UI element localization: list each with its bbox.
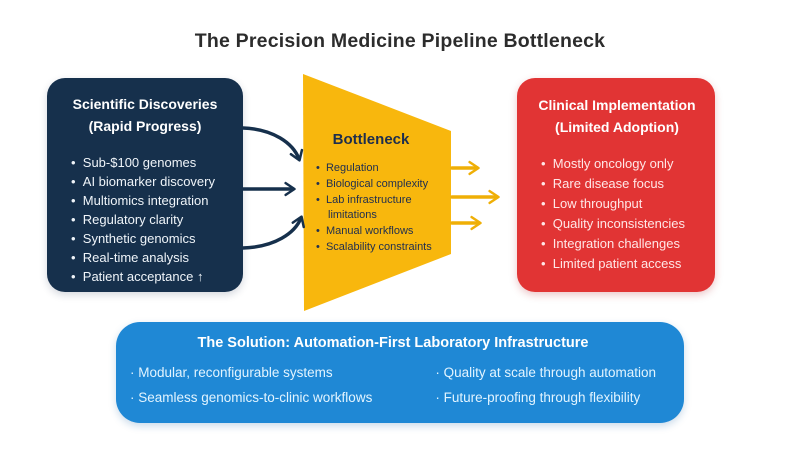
solution-list-left: Modular, reconfigurable systemsSeamless … (130, 360, 372, 410)
list-item: Mostly oncology only (541, 154, 707, 174)
list-item: Scalability constraints (316, 240, 448, 255)
list-item: Patient acceptance ↑ (71, 267, 233, 286)
list-item: Biological complexity (316, 177, 448, 192)
list-item: Real-time analysis (71, 248, 233, 267)
list-item: Low throughput (541, 194, 707, 214)
list-item: Multiomics integration (71, 191, 233, 210)
list-item: Regulation (316, 161, 448, 176)
list-item: Modular, reconfigurable systems (130, 360, 372, 385)
clinical-title-line1: Clinical Implementation (538, 97, 696, 113)
list-item: Quality at scale through automation (435, 360, 656, 385)
solution-columns: Modular, reconfigurable systemsSeamless … (130, 360, 656, 410)
list-item: Lab infrastructure limitations (316, 193, 448, 222)
list-item: Seamless genomics-to-clinic workflows (130, 385, 372, 410)
list-item: Rare disease focus (541, 174, 707, 194)
bottleneck-content: Bottleneck RegulationBiological complexi… (308, 131, 448, 256)
discoveries-title-line1: Scientific Discoveries (72, 96, 218, 112)
diagram-title: The Precision Medicine Pipeline Bottlene… (194, 30, 606, 52)
discoveries-box: Scientific Discoveries (Rapid Progress) … (47, 78, 243, 292)
list-item: Synthetic genomics (71, 229, 233, 248)
discoveries-list: Sub-$100 genomesAI biomarker discoveryMu… (57, 153, 233, 286)
clinical-title: Clinical Implementation (Limited Adoptio… (527, 94, 707, 138)
list-item: Sub-$100 genomes (71, 153, 233, 172)
solution-title: The Solution: Automation-First Laborator… (197, 335, 589, 351)
solution-box: The Solution: Automation-First Laborator… (116, 322, 684, 423)
clinical-title-line2: (Limited Adoption) (555, 119, 679, 135)
discoveries-title-line2: (Rapid Progress) (88, 118, 202, 134)
list-item: Manual workflows (316, 224, 448, 239)
input-arrow-top (241, 126, 304, 162)
input-arrow-bottom (241, 215, 305, 250)
clinical-list: Mostly oncology onlyRare disease focusLo… (527, 154, 707, 274)
list-item: AI biomarker discovery (71, 172, 233, 191)
list-item: Integration challenges (541, 234, 707, 254)
list-item: Quality inconsistencies (541, 214, 707, 234)
clinical-box: Clinical Implementation (Limited Adoptio… (517, 78, 715, 292)
bottleneck-list: RegulationBiological complexityLab infra… (308, 161, 448, 254)
input-arrows (241, 126, 305, 250)
solution-list-right: Quality at scale through automationFutur… (435, 360, 656, 410)
bottleneck-title: Bottleneck (332, 131, 410, 148)
list-item: Limited patient access (541, 254, 707, 274)
list-item: Future-proofing through flexibility (435, 385, 656, 410)
list-item: Regulatory clarity (71, 210, 233, 229)
output-arrows (450, 160, 500, 231)
discoveries-title: Scientific Discoveries (Rapid Progress) (57, 93, 233, 137)
